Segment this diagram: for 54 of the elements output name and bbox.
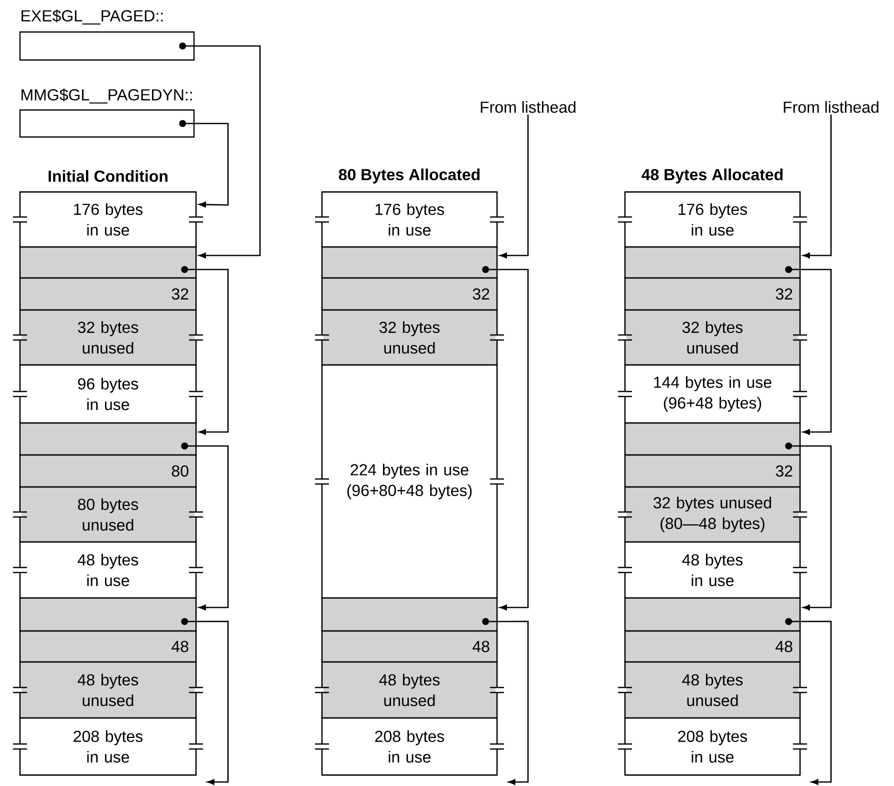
pointer-field — [321, 597, 498, 632]
pointer-arrow — [482, 618, 529, 785]
column-heading: 48 Bytes Allocated — [642, 168, 783, 184]
size-field: 48 — [19, 630, 197, 663]
pointer-field — [19, 246, 197, 279]
listhead-label: From listhead — [480, 101, 576, 113]
free-block: 32 bytes unused (80—48 bytes) — [624, 486, 801, 543]
in-use-block: 208 bytes in use — [19, 717, 197, 776]
pointer-field — [19, 422, 197, 456]
in-use-block: 144 bytes in use (96+48 bytes) — [624, 364, 801, 424]
pointer-field — [624, 246, 801, 279]
pointer-field — [321, 246, 498, 279]
pointer-arrow — [181, 618, 229, 785]
size-field: 80 — [19, 454, 197, 488]
pointer-field — [19, 597, 197, 632]
free-block: 48 bytes unused — [624, 661, 801, 719]
free-block: 80 bytes unused — [19, 486, 197, 543]
size-field: 48 — [624, 630, 801, 663]
pointer-arrow — [802, 114, 832, 258]
pointer-arrow — [482, 266, 529, 610]
in-use-block: 224 bytes in use (96+80+48 bytes) — [321, 364, 498, 599]
column-heading: Initial Condition — [48, 170, 168, 182]
size-field: 32 — [19, 277, 197, 311]
in-use-block: 208 bytes in use — [624, 717, 801, 776]
pointer-arrow — [785, 618, 832, 785]
pointer-field — [624, 597, 801, 632]
free-block: 32 bytes unused — [19, 309, 197, 366]
pointer-arrow — [179, 120, 229, 208]
column-heading: 80 Bytes Allocated — [338, 168, 480, 184]
size-field: 32 — [321, 277, 498, 311]
free-block: 48 bytes unused — [321, 661, 498, 719]
pointer-arrow — [785, 266, 832, 435]
in-use-block: 48 bytes in use — [624, 541, 801, 599]
in-use-block: 176 bytes in use — [321, 191, 498, 248]
listhead-label: From listhead — [784, 101, 878, 113]
size-field: 32 — [624, 454, 801, 488]
pointer-arrow — [181, 442, 229, 610]
variable-label: MMG$GL__PAGEDYN:: — [22, 88, 192, 104]
free-block: 32 bytes unused — [321, 309, 498, 366]
pointer-arrow — [785, 442, 832, 610]
in-use-block: 96 bytes in use — [19, 364, 197, 424]
in-use-block: 176 bytes in use — [19, 191, 197, 248]
in-use-block: 176 bytes in use — [624, 191, 801, 248]
pointer-arrow — [500, 114, 529, 258]
free-block: 48 bytes unused — [19, 661, 197, 719]
pointer-arrow — [179, 42, 261, 258]
size-field: 32 — [624, 277, 801, 311]
in-use-block: 208 bytes in use — [321, 717, 498, 776]
pointer-arrow — [181, 266, 229, 435]
size-field: 48 — [321, 630, 498, 663]
pointer-field — [624, 422, 801, 456]
free-block: 32 bytes unused — [624, 309, 801, 366]
in-use-block: 48 bytes in use — [19, 541, 197, 599]
variable-label: EXE$GL__PAGED:: — [22, 10, 163, 24]
